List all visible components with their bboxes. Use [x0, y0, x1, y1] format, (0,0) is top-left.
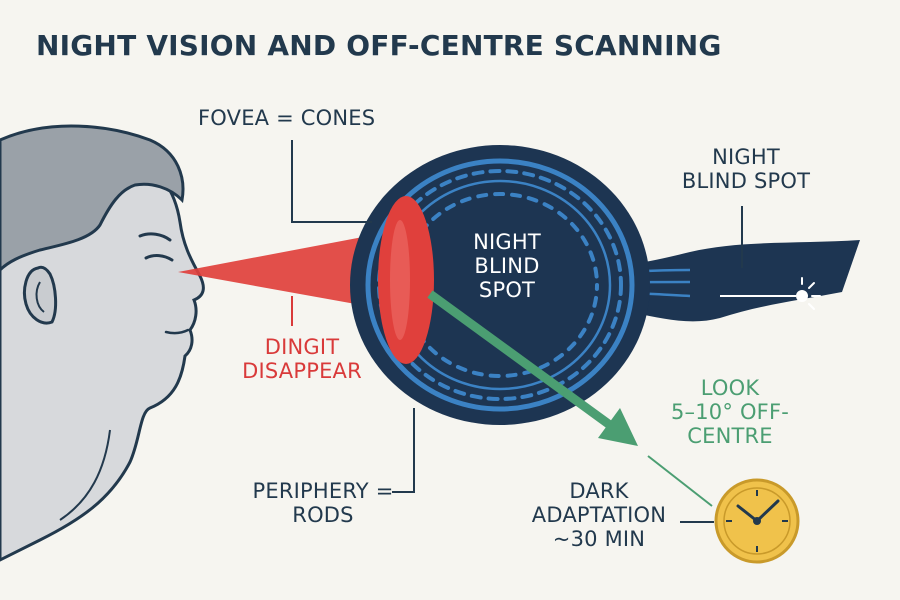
eyeball-body	[350, 145, 650, 425]
retina-layer	[365, 158, 635, 412]
dingit-disappear-label: DINGIT DISAPPEAR	[232, 335, 372, 383]
fovea-leader	[291, 140, 372, 223]
dingit-line-2: DISAPPEAR	[242, 359, 362, 384]
eyeball	[350, 145, 650, 425]
night-blind-spot-line-1: NIGHT	[712, 145, 780, 169]
eye-lid	[144, 254, 174, 262]
eye-night-blind-spot-line-3: SPOT	[478, 278, 536, 303]
dark-adaptation-line-2: ADAPTATION	[531, 503, 667, 528]
head-profile	[0, 124, 205, 562]
green-guide-line	[647, 455, 713, 507]
dark-adaptation-label: DARK ADAPTATION ~30 MIN	[514, 479, 684, 551]
star-icon	[796, 277, 821, 310]
clock-icon	[714, 478, 800, 564]
ear-inner	[35, 281, 45, 313]
periphery-line-2: RODS	[292, 503, 354, 528]
periphery-rods-label: PERIPHERY = RODS	[248, 479, 398, 527]
green-arrow-head	[598, 408, 638, 446]
fovea-label: FOVEA = CONES	[198, 106, 376, 130]
eye-night-blind-spot-line-2: BLIND	[474, 254, 540, 279]
neck-line	[59, 429, 111, 521]
eye-night-blind-spot-label: NIGHT BLIND SPOT	[452, 230, 562, 302]
look-line-1: LOOK	[700, 376, 760, 400]
mouth	[164, 328, 190, 335]
night-blind-spot-line-2: BLIND SPOT	[681, 169, 811, 194]
red-vision-beam	[178, 230, 400, 312]
eye-night-blind-spot-line-1: NIGHT	[473, 230, 541, 254]
green-arrow-shaft	[427, 290, 617, 432]
look-line-3: CENTRE	[687, 424, 773, 449]
periphery-leader	[392, 408, 415, 493]
leader-lines	[291, 140, 743, 523]
ear	[23, 265, 58, 325]
night-blind-spot-label: NIGHT BLIND SPOT	[672, 145, 820, 193]
dingit-line-1: DINGIT	[264, 335, 340, 359]
hair	[0, 124, 185, 273]
look-off-centre-label: LOOK 5–10° OFF- CENTRE	[655, 376, 805, 448]
optic-nerve	[600, 240, 860, 322]
eyebrow	[138, 232, 172, 242]
dark-adaptation-line-3: ~30 MIN	[552, 527, 646, 552]
look-line-2: 5–10° OFF-	[670, 400, 790, 425]
periphery-line-1: PERIPHERY =	[252, 479, 394, 503]
page-title: NIGHT VISION AND OFF-CENTRE SCANNING	[36, 29, 722, 62]
dark-adaptation-line-1: DARK	[569, 479, 629, 503]
lens-highlight	[390, 220, 410, 340]
